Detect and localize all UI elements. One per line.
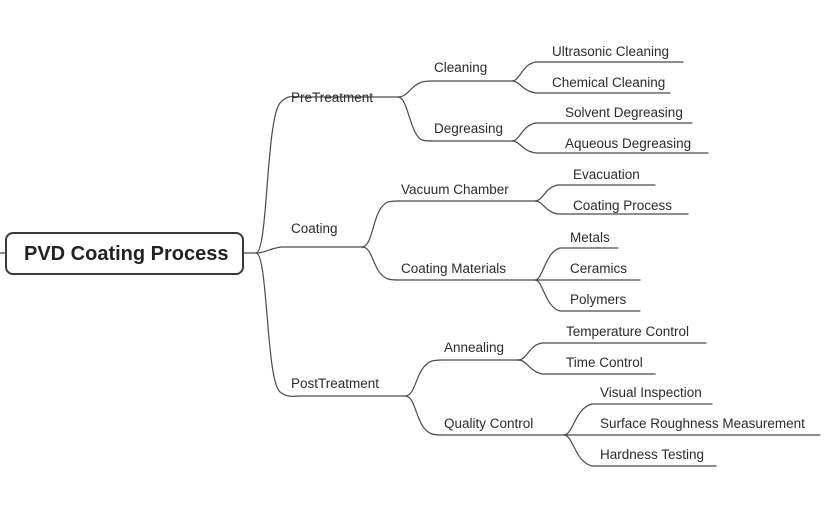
node-label-chemical-cleaning[interactable]: Chemical Cleaning: [552, 75, 665, 90]
link-coating-vacuum-chamber: [361, 200, 399, 248]
level1-labels: PreTreatment Coating PostTreatment: [291, 90, 379, 391]
node-label-degreasing[interactable]: Degreasing: [434, 121, 503, 136]
node-label-time-control[interactable]: Time Control: [566, 355, 643, 370]
link-degreasing-aqueous: [511, 140, 709, 154]
level2-labels: Cleaning Degreasing Vacuum Chamber Coati…: [401, 60, 533, 431]
link-materials-polymers: [534, 279, 641, 312]
link-quality-visual-inspection: [563, 403, 713, 436]
node-label-surface-roughness-measurement[interactable]: Surface Roughness Measurement: [600, 416, 805, 431]
link-vacuum-coating-process: [534, 200, 689, 215]
link-root-pretreatment: [255, 95, 301, 254]
node-label-posttreatment[interactable]: PostTreatment: [291, 376, 379, 391]
node-label-ceramics[interactable]: Ceramics: [570, 261, 627, 276]
link-cleaning-ultrasonic: [511, 61, 684, 82]
node-label-cleaning[interactable]: Cleaning: [434, 60, 487, 75]
node-label-pretreatment[interactable]: PreTreatment: [291, 90, 373, 105]
link-quality-hardness-testing: [563, 434, 717, 467]
node-label-ultrasonic-cleaning[interactable]: Ultrasonic Cleaning: [552, 44, 669, 59]
link-pretreatment-degreasing: [397, 96, 433, 142]
node-label-polymers[interactable]: Polymers: [570, 292, 627, 307]
node-label-coating[interactable]: Coating: [291, 221, 338, 236]
node-label-solvent-degreasing[interactable]: Solvent Degreasing: [565, 105, 683, 120]
root-node-box[interactable]: [5, 232, 244, 275]
root-node-label: PVD Coating Process: [24, 243, 229, 265]
node-label-evacuation[interactable]: Evacuation: [573, 167, 640, 182]
link-pretreatment-cleaning: [397, 80, 433, 98]
link-annealing-time: [517, 359, 656, 375]
link-root-posttreatment: [255, 252, 301, 397]
node-label-metals[interactable]: Metals: [570, 230, 610, 245]
link-vacuum-evacuation: [534, 184, 656, 202]
link-cleaning-chemical: [511, 80, 671, 94]
node-label-visual-inspection[interactable]: Visual Inspection: [600, 385, 702, 400]
node-label-aqueous-degreasing[interactable]: Aqueous Degreasing: [565, 136, 691, 151]
link-posttreatment-annealing: [404, 359, 443, 397]
link-posttreatment-quality-control: [404, 395, 443, 436]
level3-labels: Ultrasonic Cleaning Chemical Cleaning So…: [552, 44, 805, 462]
node-label-annealing[interactable]: Annealing: [444, 340, 504, 355]
node-label-coating-process[interactable]: Coating Process: [573, 198, 672, 213]
link-materials-metals: [534, 247, 619, 281]
node-label-coating-materials[interactable]: Coating Materials: [401, 261, 506, 276]
node-label-quality-control[interactable]: Quality Control: [444, 416, 533, 431]
node-label-vacuum-chamber[interactable]: Vacuum Chamber: [401, 182, 509, 197]
link-annealing-temperature: [517, 342, 707, 361]
link-degreasing-solvent: [511, 122, 693, 142]
connector-layer: [0, 61, 821, 467]
node-label-temperature-control[interactable]: Temperature Control: [566, 324, 689, 339]
root-node[interactable]: PVD Coating Process: [5, 232, 244, 275]
link-root-coating: [255, 246, 301, 254]
link-coating-coating-materials: [361, 246, 399, 281]
node-label-hardness-testing[interactable]: Hardness Testing: [600, 447, 704, 462]
